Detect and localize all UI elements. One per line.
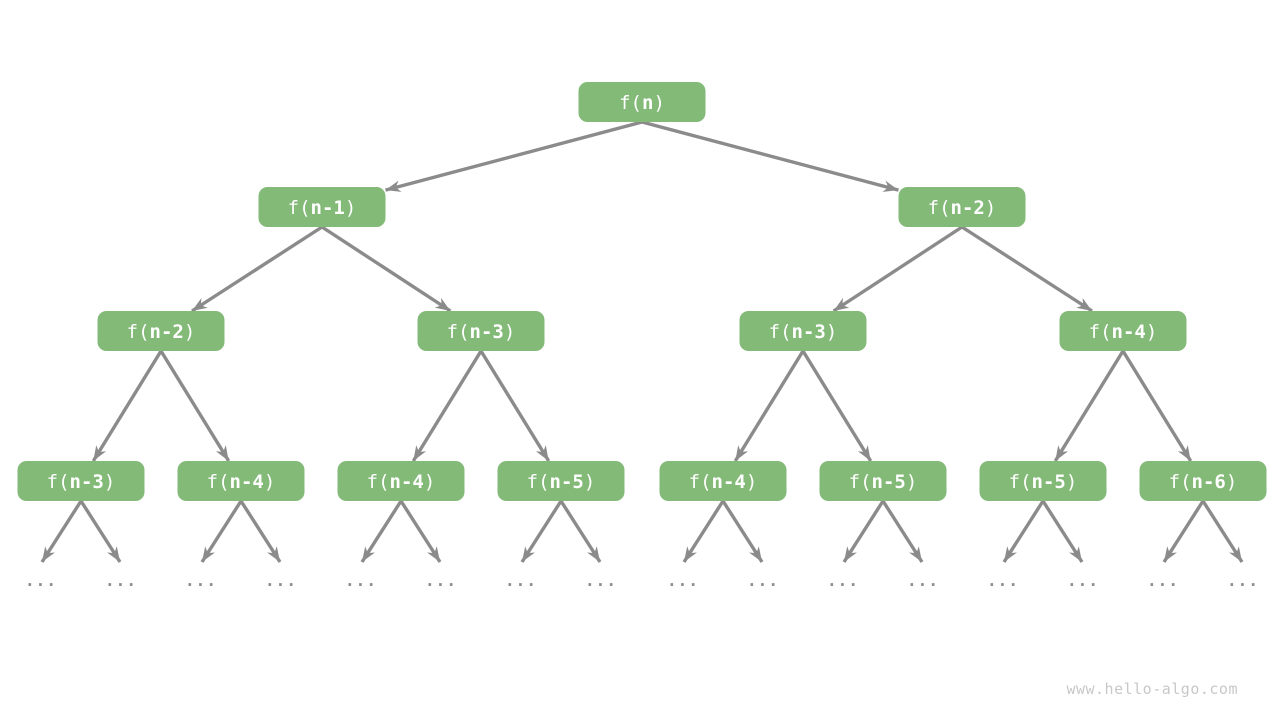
leaf-arrow xyxy=(842,500,885,563)
leaf-arrow xyxy=(881,500,924,563)
tree-edge xyxy=(641,120,899,192)
tree-node: f(n-4) xyxy=(1059,311,1187,351)
tree-node-box xyxy=(17,461,145,501)
ellipsis: ... xyxy=(105,571,137,590)
tree-node-label: f(n-5) xyxy=(1009,471,1078,493)
ellipsis: ... xyxy=(747,571,779,590)
tree-node: f(n-5) xyxy=(497,461,625,501)
tree-node-box xyxy=(659,461,787,501)
leaf-arrow xyxy=(1041,500,1084,563)
tree-edge xyxy=(801,350,873,462)
tree-node: f(n-3) xyxy=(417,311,545,351)
ellipsis: ... xyxy=(265,571,297,590)
tree-node-label: f(n-4) xyxy=(1089,321,1158,343)
tree-node: f(n-5) xyxy=(819,461,947,501)
tree-node-box xyxy=(1059,311,1187,351)
leaf-arrow xyxy=(559,500,602,563)
tree-node-box xyxy=(337,461,465,501)
leaf-arrow xyxy=(520,500,563,563)
tree-node-label: f(n-3) xyxy=(447,321,516,343)
leaf-arrow xyxy=(40,500,83,563)
ellipsis: ... xyxy=(185,571,217,590)
tree-node-label: f(n-5) xyxy=(849,471,918,493)
tree-node-box xyxy=(578,82,706,122)
leaf-arrow xyxy=(79,500,122,563)
ellipsis: ... xyxy=(25,571,57,590)
tree-edge xyxy=(1053,350,1125,462)
tree-node-box xyxy=(97,311,225,351)
ellipsis: ... xyxy=(585,571,617,590)
tree-node-label: f(n-4) xyxy=(689,471,758,493)
tree-node: f(n-5) xyxy=(979,461,1107,501)
leaf-arrow xyxy=(721,500,764,563)
leaf-arrow xyxy=(1201,500,1244,563)
tree-node-label: f(n-3) xyxy=(47,471,116,493)
tree-node-label: f(n) xyxy=(619,92,665,114)
tree-node-label: f(n-4) xyxy=(207,471,276,493)
leaf-arrow xyxy=(1002,500,1045,563)
ellipsis: ... xyxy=(425,571,457,590)
tree-node: f(n-3) xyxy=(739,311,867,351)
tree-node: f(n-4) xyxy=(659,461,787,501)
ellipsis: ... xyxy=(345,571,377,590)
ellipsis: ... xyxy=(987,571,1019,590)
tree-node: f(n-4) xyxy=(177,461,305,501)
leaf-arrow xyxy=(239,500,282,563)
tree-edge xyxy=(961,225,1093,313)
leaf-arrow xyxy=(682,500,725,563)
leaf-arrow xyxy=(1162,500,1205,563)
tree-edge xyxy=(832,225,963,313)
leaf-arrow xyxy=(360,500,403,563)
tree-node-label: f(n-6) xyxy=(1169,471,1238,493)
ellipsis: ... xyxy=(1147,571,1179,590)
tree-node-box xyxy=(1139,461,1267,501)
ellipsis: ... xyxy=(505,571,537,590)
tree-node-box xyxy=(497,461,625,501)
tree-node-box xyxy=(979,461,1107,501)
leaf-arrow xyxy=(399,500,442,563)
tree-node-box xyxy=(258,187,386,227)
tree-node-label: f(n-1) xyxy=(288,197,357,219)
tree-edge xyxy=(385,120,643,192)
tree-node: f(n-1) xyxy=(258,187,386,227)
tree-node-label: f(n-5) xyxy=(527,471,596,493)
tree-node-box xyxy=(177,461,305,501)
tree-node: f(n-2) xyxy=(97,311,225,351)
tree-edge xyxy=(411,350,483,462)
tree-node-label: f(n-4) xyxy=(367,471,436,493)
tree-node: f(n-4) xyxy=(337,461,465,501)
ellipsis: ... xyxy=(907,571,939,590)
tree-node-box xyxy=(739,311,867,351)
tree-node-box xyxy=(819,461,947,501)
ellipsis: ... xyxy=(1227,571,1259,590)
tree-node-box xyxy=(898,187,1026,227)
tree-edge xyxy=(159,350,231,462)
tree-edge xyxy=(191,225,323,313)
tree-node: f(n-2) xyxy=(898,187,1026,227)
tree-edge xyxy=(321,225,452,313)
ellipsis: ... xyxy=(827,571,859,590)
ellipsis: ... xyxy=(667,571,699,590)
tree-edge xyxy=(91,350,163,462)
tree-node: f(n) xyxy=(578,82,706,122)
tree-node-label: f(n-2) xyxy=(928,197,997,219)
tree-node-label: f(n-2) xyxy=(127,321,196,343)
tree-node-label: f(n-3) xyxy=(769,321,838,343)
tree-node: f(n-3) xyxy=(17,461,145,501)
tree-edge xyxy=(733,350,805,462)
tree-node: f(n-6) xyxy=(1139,461,1267,501)
tree-edge xyxy=(479,350,551,462)
tree-edge xyxy=(1121,350,1193,462)
leaf-arrow xyxy=(200,500,243,563)
ellipsis: ... xyxy=(1067,571,1099,590)
tree-node-box xyxy=(417,311,545,351)
watermark: www.hello-algo.com xyxy=(1066,680,1238,698)
